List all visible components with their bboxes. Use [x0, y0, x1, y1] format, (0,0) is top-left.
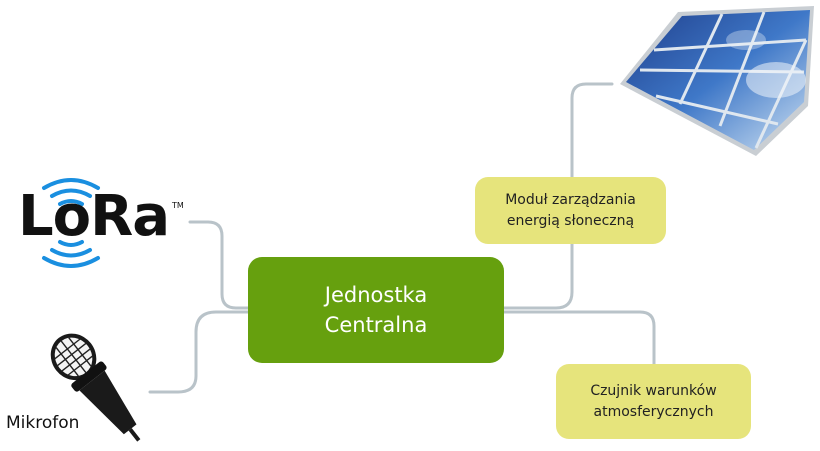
lora-trademark: TM — [172, 201, 184, 210]
energy-module-node: Moduł zarządzania energią słoneczną — [475, 177, 666, 244]
weather-sensor-line2: atmosferycznych — [593, 403, 714, 420]
connector-weather — [502, 310, 656, 366]
lora-waves-icon — [42, 178, 100, 268]
microphone-label: Mikrofon — [6, 413, 80, 433]
central-unit-line2: Centralna — [324, 313, 428, 337]
energy-module-line1: Moduł zarządzania — [505, 191, 636, 208]
energy-module-line2: energią słoneczną — [506, 212, 635, 229]
microphone-icon — [50, 333, 141, 442]
central-unit-line1: Jednostka — [324, 283, 428, 307]
connector-microphone — [148, 310, 250, 394]
weather-sensor-node: Czujnik warunków atmosferycznych — [556, 364, 751, 439]
lora-wordmark: LoRa — [18, 184, 170, 249]
connector-lora — [188, 220, 250, 310]
lora-logo: LoRa TM — [14, 168, 194, 278]
solar-panel-image — [620, 6, 814, 156]
weather-sensor-line1: Czujnik warunków — [590, 382, 717, 399]
central-unit-node: Jednostka Centralna — [248, 257, 504, 363]
